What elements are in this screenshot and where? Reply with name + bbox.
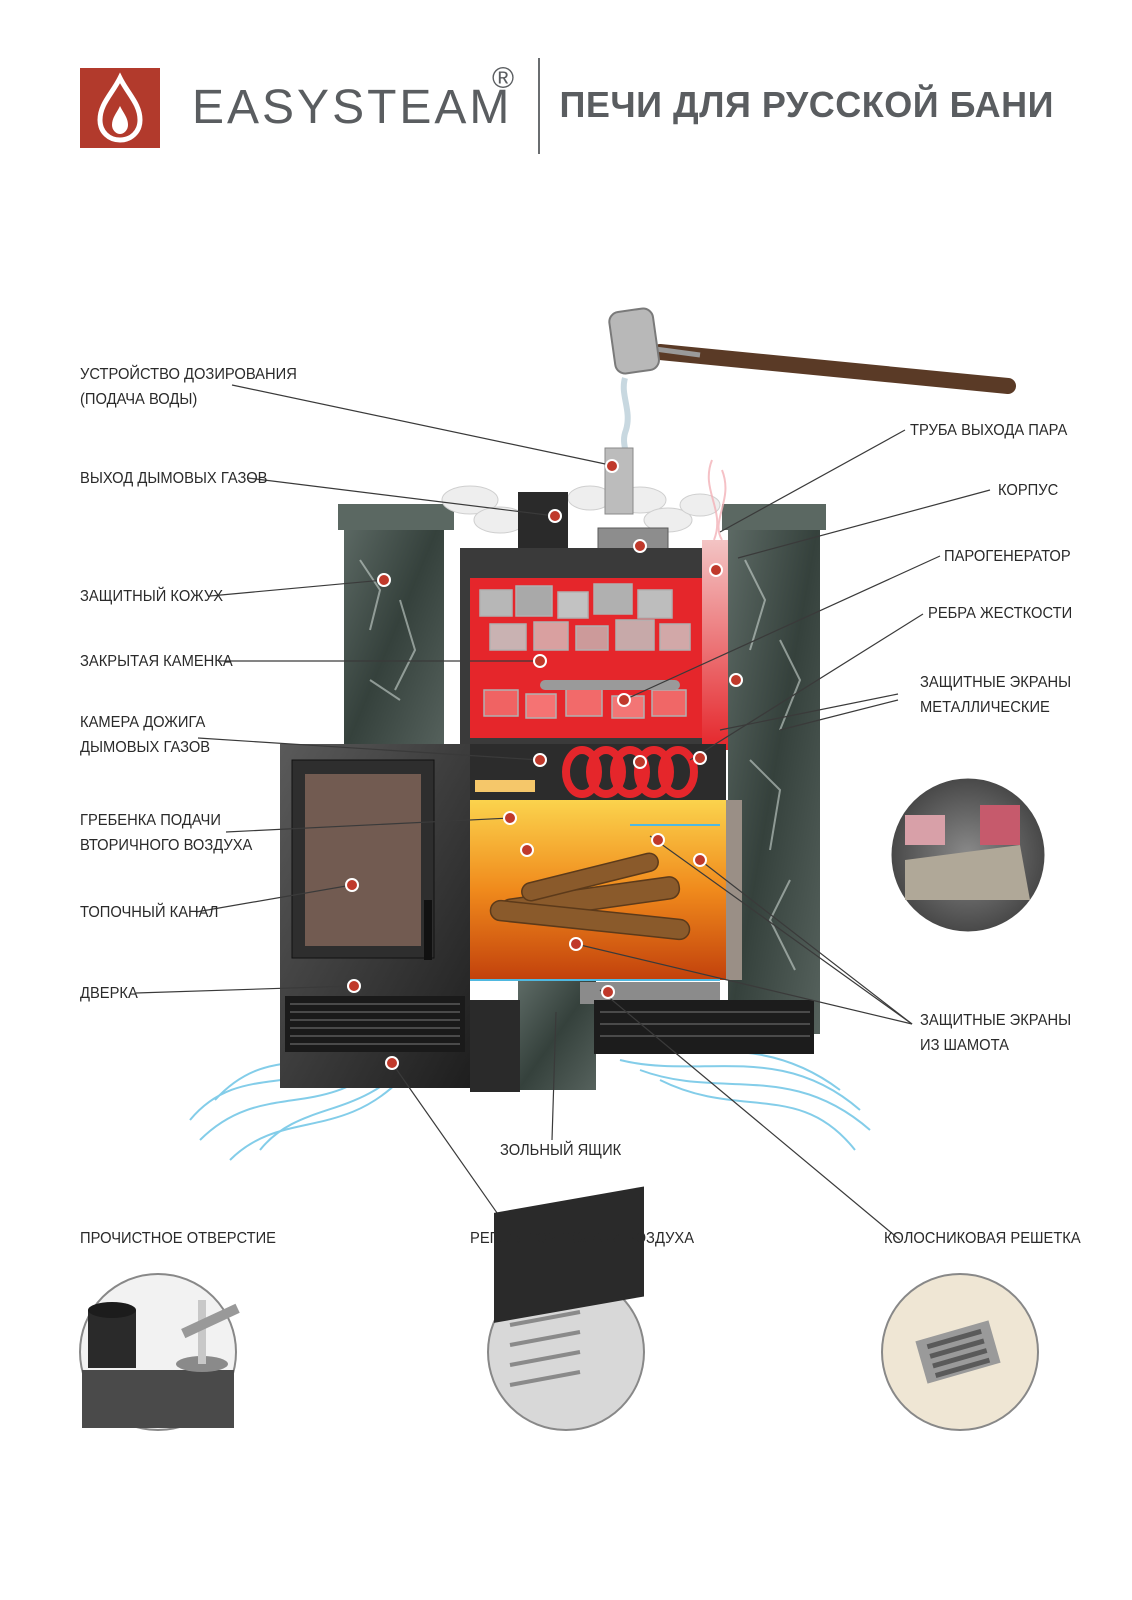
label-ribs: РЕБРА ЖЕСТКОСТИ [928, 605, 1073, 622]
detail-circle-grate [881, 1273, 1039, 1431]
label-dosing-device: УСТРОЙСТВО ДОЗИРОВАНИЯ(ПОДАЧА ВОДЫ) [80, 366, 297, 408]
label-steam-pipe: ТРУБА ВЫХОДА ПАРА [910, 422, 1068, 439]
top-stones [441, 485, 721, 534]
stone-wall-left [344, 512, 444, 752]
bottom-vent-right [594, 1000, 814, 1054]
label-ash-box: ЗОЛЬНЫЙ ЯЩИК [500, 1142, 622, 1159]
stone-cap-right [722, 504, 826, 530]
header-divider [538, 58, 540, 154]
label-grate: КОЛОСНИКОВАЯ РЕШЕТКА [884, 1230, 1081, 1247]
ash-box [470, 1000, 520, 1092]
stones [479, 583, 691, 719]
leader-lines [135, 384, 991, 1241]
brand-name: EASYSTEAM [192, 81, 513, 134]
label-air-regulator: РЕГУЛЯТОР ПОДАЧИ ВОЗДУХА [470, 1230, 695, 1247]
label-cleaning-hole: ПРОЧИСТНОЕ ОТВЕРСТИЕ [80, 1230, 276, 1247]
page-headline: ПЕЧИ ДЛЯ РУССКОЙ БАНИ [559, 84, 1054, 125]
detail-circle-air-regulator [487, 1186, 645, 1431]
steam-generator-tube [540, 680, 680, 690]
stone-cap-left [338, 504, 454, 530]
chamotte-screen-right [726, 800, 742, 980]
label-body: КОРПУС [998, 482, 1059, 499]
label-protective-casing: ЗАЩИТНЫЙ КОЖУХ [80, 588, 224, 605]
label-steam-generator: ПАРОГЕНЕРАТОР [944, 548, 1071, 565]
label-smoke-exit: ВЫХОД ДЫМОВЫХ ГАЗОВ [80, 470, 268, 487]
firewood [489, 852, 691, 941]
detail-circle-cleaning-hole [79, 1273, 240, 1431]
registered-mark: ® [492, 62, 515, 95]
label-firebox-channel: ТОПОЧНЫЙ КАНАЛ [80, 904, 219, 921]
stove-door [280, 744, 470, 1088]
label-closed-stove: ЗАКРЫТАЯ КАМЕНКА [80, 653, 233, 670]
label-door: ДВЕРКА [80, 985, 138, 1002]
smoke-exit-pipe [518, 492, 568, 550]
detail-circle-metal-screens [888, 775, 1048, 935]
dosing-device [604, 447, 634, 515]
air-flow-right [609, 1049, 871, 1151]
secondary-air-comb [475, 780, 535, 792]
grate-bars [580, 982, 720, 1004]
water-ladle [608, 307, 1016, 468]
brand-logo [80, 68, 160, 148]
afterburn-coils [562, 746, 698, 798]
red-dot-marker-icon [345, 459, 743, 1070]
flame-drop-icon [97, 72, 143, 143]
